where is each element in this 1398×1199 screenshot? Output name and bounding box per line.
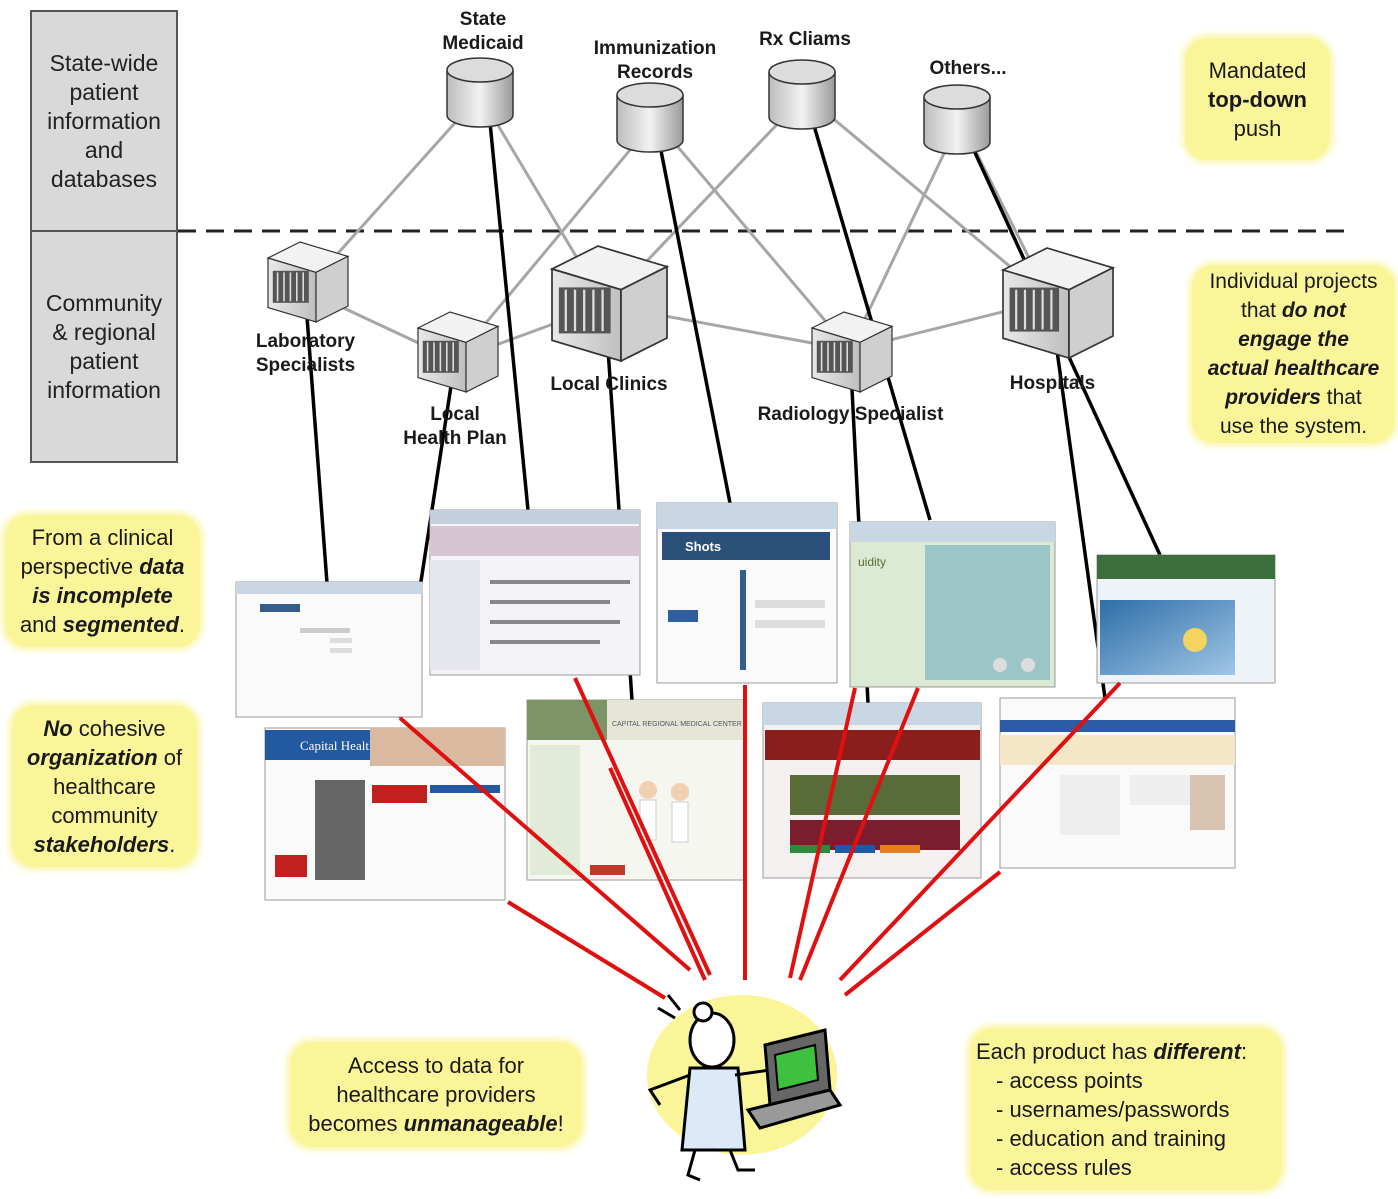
panel-community: Community & regional patient information: [30, 230, 178, 463]
panel-community-text: Community & regional patient information: [45, 289, 163, 403]
label-rx: Rx Cliams: [759, 29, 851, 50]
note-mandated: Mandated top-down push: [1185, 38, 1330, 160]
label-clinics: Local Clinics: [550, 374, 668, 395]
server-healthplan: [416, 311, 500, 393]
database-immunization: [616, 82, 684, 153]
screenshot-laboratory: [235, 581, 423, 718]
shots-title: Shots: [685, 539, 721, 554]
black-connection-lines: [303, 91, 1162, 719]
label-medicaid: State Medicaid: [442, 9, 524, 54]
screenshot-acuity: uidity: [849, 521, 1056, 688]
server-radiology: [810, 311, 894, 393]
acuity-title: uidity: [858, 555, 886, 569]
label-healthplan: Local Health Plan: [403, 404, 507, 449]
screenshot-capital-health: Capital Health: [264, 727, 506, 901]
note-product: Each product has different: - access poi…: [970, 1028, 1282, 1190]
note-clinical: From a clinical perspective data is inco…: [5, 515, 200, 647]
screenshot-capital-regional: CAPITAL REGIONAL MEDICAL CENTER: [526, 699, 746, 881]
red-lines: [398, 677, 1122, 1000]
note-access: Access to data for healthcare providers …: [290, 1042, 582, 1147]
panel-statewide: State-wide patient information and datab…: [30, 10, 178, 232]
product-item: - access points: [996, 1067, 1143, 1093]
label-immunization: Immunization Records: [593, 38, 717, 83]
label-radiology: Radiology Specialist: [757, 404, 944, 425]
server-hospitals: [1000, 247, 1116, 360]
screenshot-hospital-portal: [1096, 554, 1276, 684]
note-cohesive: No cohesive organization of healthcare c…: [12, 705, 197, 867]
product-item: - access rules: [996, 1154, 1132, 1180]
database-rx: [768, 59, 836, 130]
label-laboratory: Laboratory Specialists: [255, 331, 356, 376]
doctor-icon: [647, 994, 843, 1182]
server-laboratory: [266, 241, 350, 323]
label-others: Others...: [929, 58, 1007, 79]
capital-regional-title: CAPITAL REGIONAL MEDICAL CENTER: [612, 721, 742, 728]
label-hospitals: Hospitals: [1009, 373, 1096, 394]
product-item: - usernames/passwords: [996, 1096, 1230, 1122]
note-individual: Individual projects that do not engage t…: [1192, 265, 1395, 443]
screenshot-radiology: [762, 702, 982, 879]
database-others: [923, 84, 991, 155]
panel-statewide-text: State-wide patient information and datab…: [47, 49, 161, 192]
capital-health-title: Capital Health: [300, 738, 376, 753]
server-clinics: [549, 245, 670, 363]
screenshot-hospital-site: [999, 697, 1236, 869]
product-item: - education and training: [996, 1125, 1226, 1151]
screenshot-medicaid: [429, 509, 641, 676]
database-medicaid: [446, 57, 514, 128]
screenshot-shots: Shots: [656, 502, 838, 684]
